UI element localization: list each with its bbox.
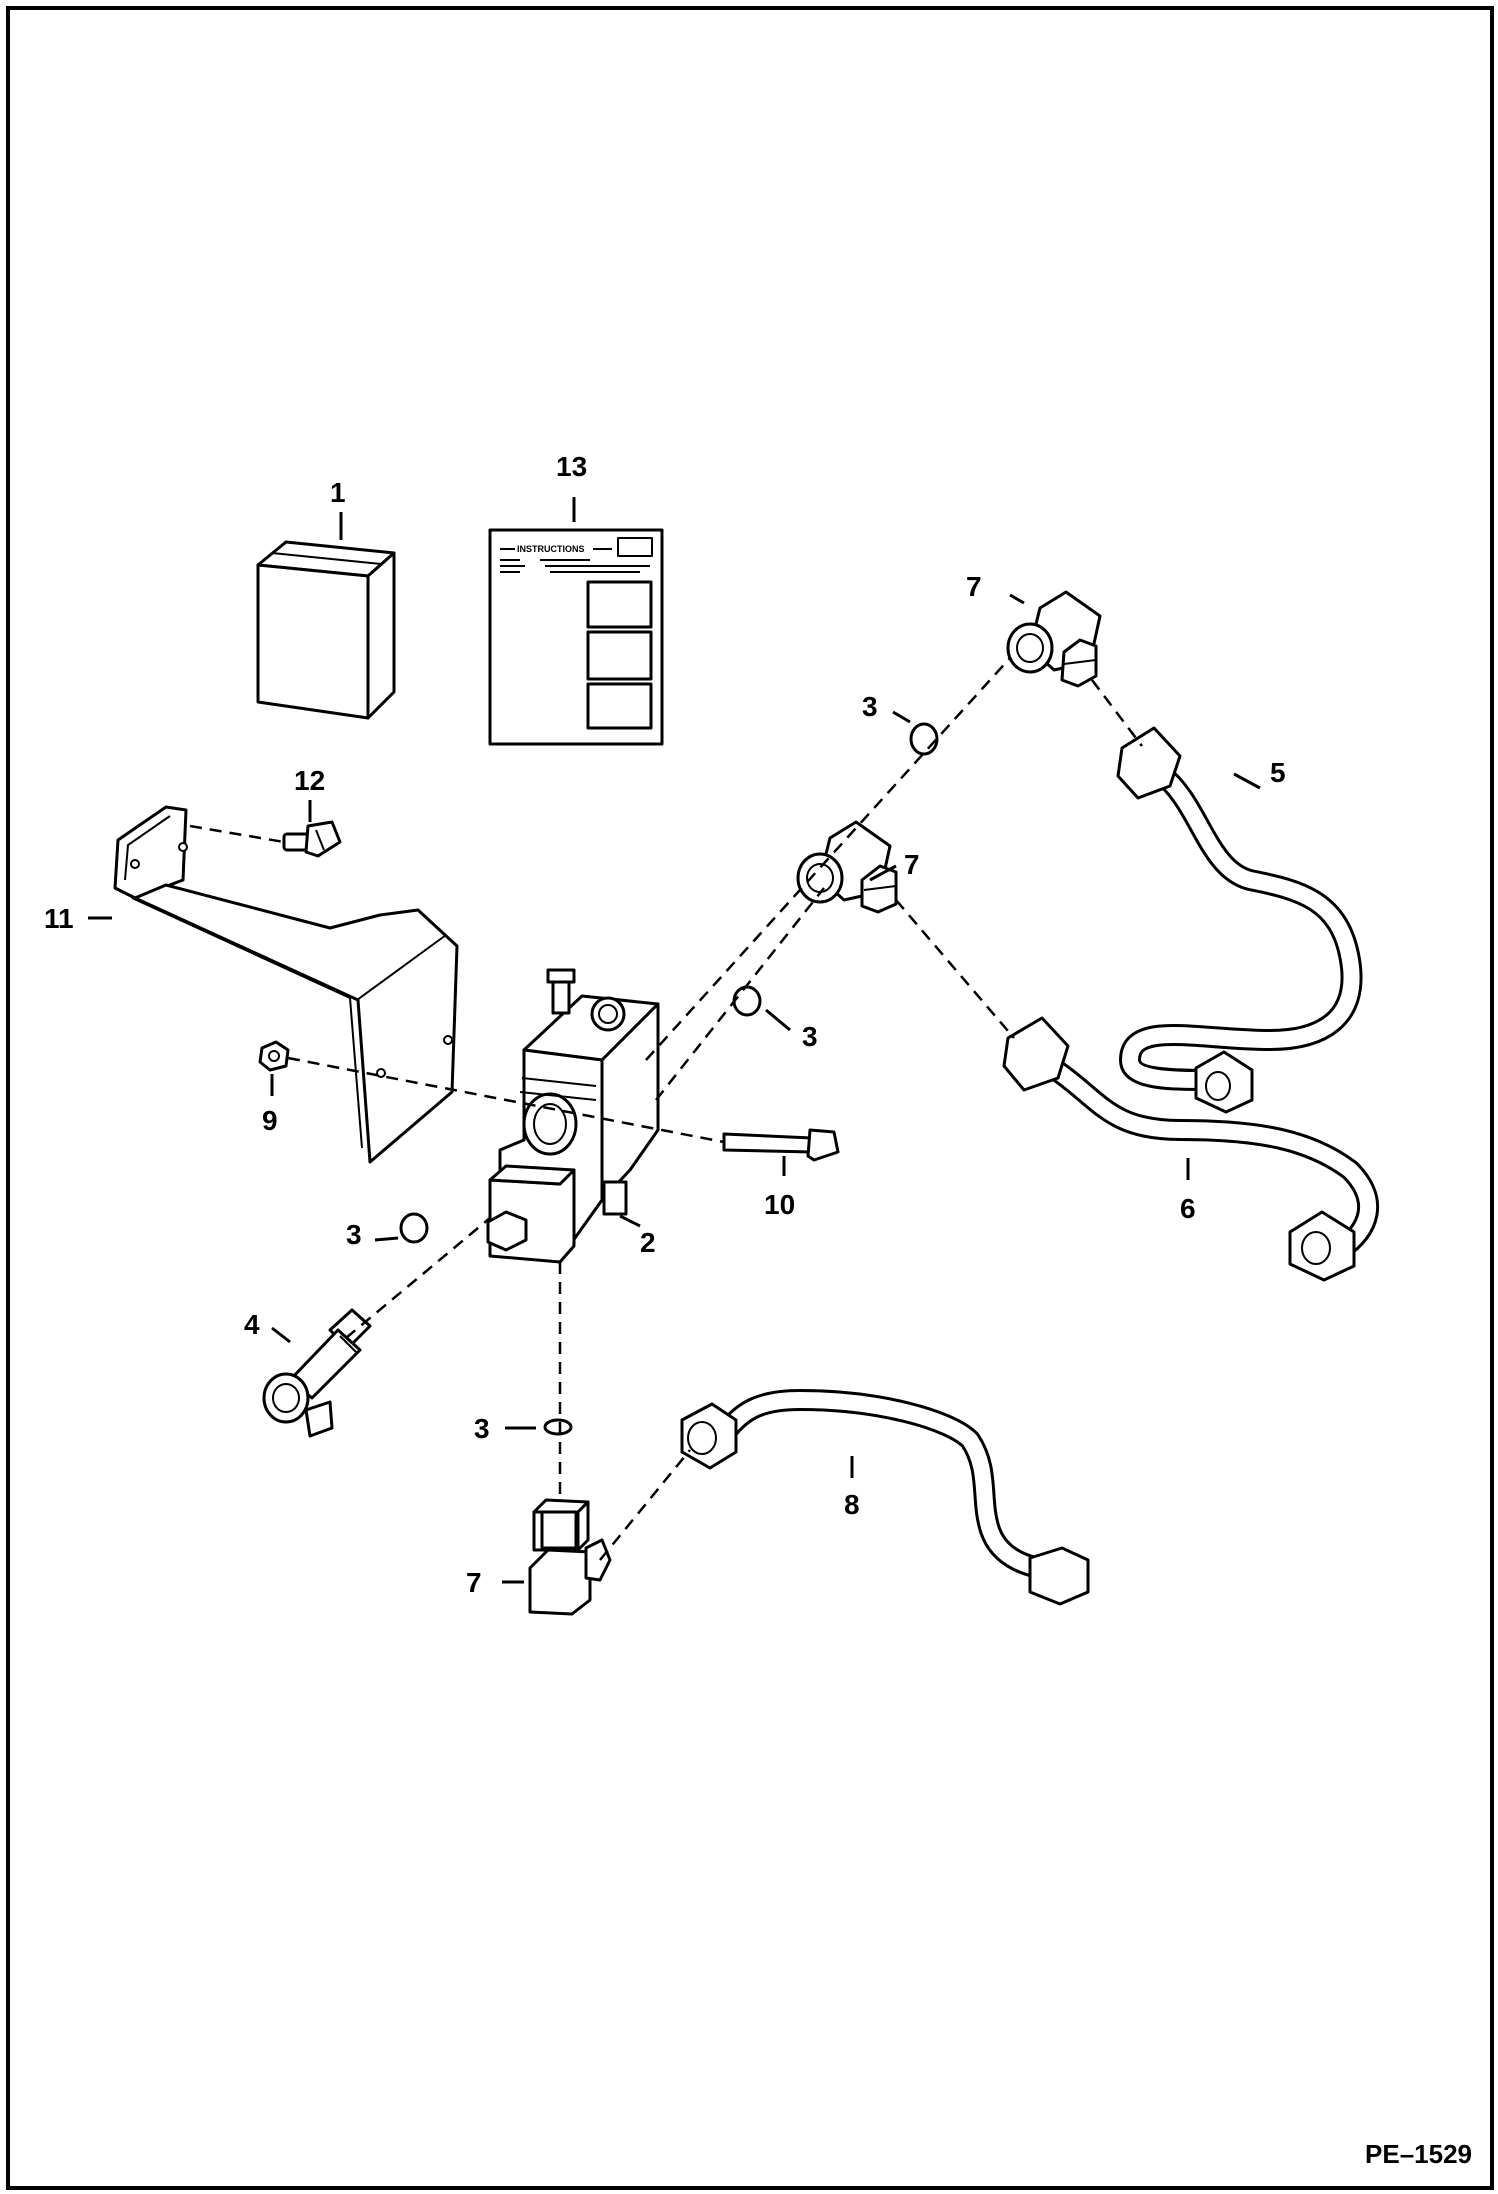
callout-3-top: 3 xyxy=(862,691,878,722)
part-4-fitting xyxy=(262,1308,372,1438)
part-12-bolt xyxy=(282,820,342,858)
diagram-frame xyxy=(6,6,1494,2190)
part-7-elbow-top xyxy=(1006,590,1102,688)
leader-lines xyxy=(88,497,1261,1584)
callout-7-middle: 7 xyxy=(904,849,920,880)
callout-2: 2 xyxy=(640,1227,656,1258)
part-5-tube xyxy=(1116,726,1363,1114)
part-3-oring-bottom xyxy=(543,1418,573,1436)
part-7-elbow-bottom xyxy=(528,1498,612,1616)
callout-7-bottom: 7 xyxy=(466,1567,482,1598)
callout-3-bottom: 3 xyxy=(474,1413,490,1444)
part-11-bracket xyxy=(113,805,459,1164)
callout-3-middle: 3 xyxy=(802,1021,818,1052)
part-1-box xyxy=(256,540,396,720)
part-3-oring-middle xyxy=(732,985,762,1017)
part-10-bolt xyxy=(722,1128,840,1162)
callout-4: 4 xyxy=(244,1309,260,1340)
part-9-nut xyxy=(258,1040,290,1072)
part-6-tube xyxy=(1002,1016,1379,1282)
figure-id-label: PE–1529 xyxy=(1365,2139,1472,2169)
part-8-tube xyxy=(680,1389,1090,1606)
part-2-valve xyxy=(486,968,660,1264)
callout-12: 12 xyxy=(294,765,325,796)
part-13-instructions-sheet: INSTRUCTIONS xyxy=(488,528,664,746)
part-3-oring-top xyxy=(909,722,939,756)
part-3-oring-left xyxy=(399,1212,429,1244)
assembly-lines xyxy=(189,657,1143,1561)
callout-1: 1 xyxy=(330,477,346,508)
callout-7-top: 7 xyxy=(966,571,982,602)
callout-10: 10 xyxy=(764,1189,795,1220)
callout-11: 11 xyxy=(44,903,74,934)
instructions-title: INSTRUCTIONS xyxy=(517,544,585,554)
callout-3-left: 3 xyxy=(346,1219,362,1250)
part-7-elbow-middle xyxy=(796,820,898,914)
callout-13: 13 xyxy=(556,451,587,482)
callout-6: 6 xyxy=(1180,1193,1196,1224)
callouts: 1 13 12 11 9 10 7 7 3 3 5 6 2 3 4 3 8 7 xyxy=(44,451,1286,1598)
callout-5: 5 xyxy=(1270,757,1286,788)
callout-8: 8 xyxy=(844,1489,860,1520)
callout-9: 9 xyxy=(262,1105,278,1136)
